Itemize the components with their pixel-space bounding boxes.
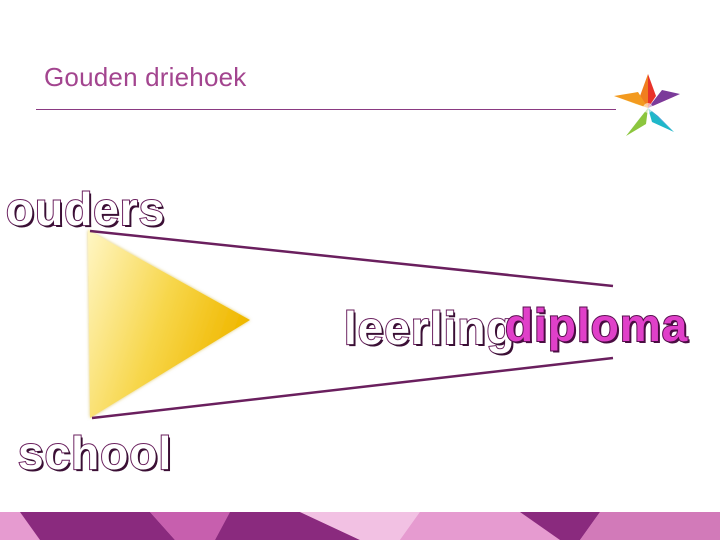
word-leerling: leerling: [343, 302, 516, 354]
word-diploma: diploma: [504, 299, 689, 351]
golden-triangle: [88, 230, 250, 418]
title-divider: [36, 109, 616, 110]
multicolor-star-logo-icon: [614, 74, 680, 136]
word-ouders: ouders: [5, 183, 166, 235]
upper-connector-line: [89, 229, 614, 288]
word-school: school: [17, 427, 173, 479]
lower-connector-line: [91, 356, 614, 420]
slide-title: Gouden driehoek: [44, 62, 247, 92]
footer-decorative-band: [0, 512, 720, 540]
